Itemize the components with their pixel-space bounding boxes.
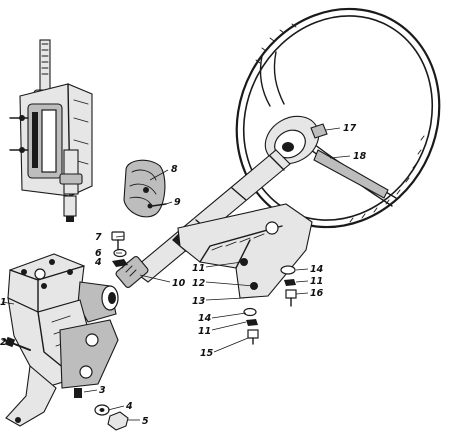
bolt-7-drawing: [111, 231, 125, 253]
callout-14-lower: 14: [198, 313, 212, 324]
callout-6: 6: [95, 248, 102, 259]
screw-9-drawing: [147, 203, 167, 209]
nut-4-drawing: [112, 259, 128, 267]
washer-4-drawing: [94, 404, 110, 416]
callout-17: 17: [343, 123, 357, 134]
callout-11-right: 11: [310, 276, 323, 287]
callout-1: 1: [0, 297, 7, 308]
callout-5: 5: [142, 416, 149, 427]
steering-wheel-drawing: [235, 7, 441, 229]
callout-18: 18: [353, 151, 367, 162]
callout-13: 13: [192, 296, 206, 307]
callout-3: 3: [99, 385, 106, 396]
lower-hardware-drawing: [243, 307, 259, 345]
washer-3-drawing: [74, 388, 82, 398]
callout-15: 15: [200, 348, 214, 359]
callout-11-upper: 11: [192, 263, 205, 274]
leader-lines: [1, 127, 351, 421]
callout-11-lower: 11: [198, 326, 211, 337]
callout-10: 10: [172, 278, 186, 289]
callout-14-right: 14: [310, 264, 324, 275]
callout-12: 12: [192, 278, 206, 289]
callout-4-lower: 4: [125, 401, 133, 412]
callout-7: 7: [95, 232, 102, 243]
column-mount-detail-drawing: [9, 39, 93, 222]
steering-gearbox-drawing: [3, 253, 119, 427]
support-bracket-drawing: [177, 203, 313, 299]
callout-16: 16: [310, 288, 324, 299]
callout-2: 2: [0, 337, 7, 348]
nut-5-drawing: [107, 411, 129, 431]
right-hardware-drawing: [280, 265, 297, 307]
cover-plate-drawing: [123, 159, 166, 218]
callout-8: 8: [171, 164, 178, 175]
callout-9: 9: [174, 197, 181, 208]
callout-4-upper: 4: [94, 257, 102, 268]
